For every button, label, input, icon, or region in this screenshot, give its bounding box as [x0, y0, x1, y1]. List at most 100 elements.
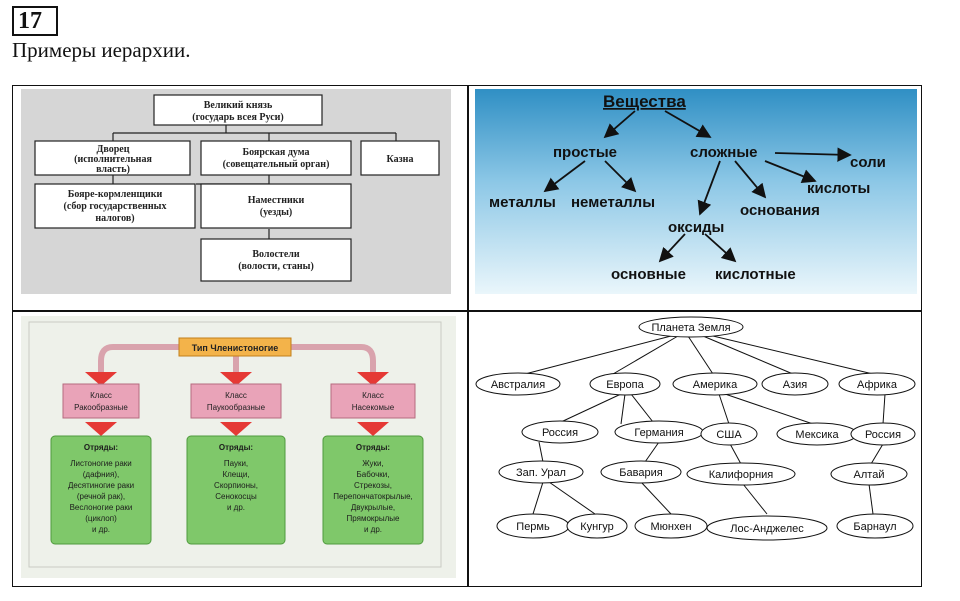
- box-treasury: [360, 140, 440, 176]
- node-planet: [638, 316, 744, 338]
- text-complex: сложные: [690, 144, 758, 161]
- node-bavaria: [600, 460, 682, 484]
- text-prince-2: (государь всея Руси): [192, 112, 283, 123]
- order-item: (циклоп): [85, 514, 117, 523]
- node-los-angeles: [706, 515, 828, 541]
- substances-diagram: Вещества простые сложные соли кислоты ме…: [475, 89, 917, 294]
- box-volost: [200, 238, 352, 282]
- class-3-label-2: Насекомые: [352, 403, 395, 412]
- class-1-label-1: Класс: [90, 391, 112, 400]
- label-mexico: Мексика: [795, 429, 839, 441]
- text-duma-1: Боярская дума: [242, 147, 309, 158]
- label-los-angeles: Лос-Анджелес: [730, 523, 804, 535]
- type-box: [178, 337, 292, 357]
- arthropods-diagram: Тип Членистоногие Класс Ракообразные Кла…: [21, 316, 456, 578]
- label-west-ural: Зап. Урал: [516, 467, 566, 479]
- label-perm: Пермь: [516, 521, 550, 533]
- node-africa: [838, 372, 916, 396]
- text-nonmetals: неметаллы: [571, 194, 655, 211]
- label-california: Калифорния: [709, 469, 774, 481]
- grid-divider-horizontal: [13, 310, 921, 312]
- order-item: Листоногие раки: [70, 459, 132, 468]
- grid-divider-vertical: [467, 86, 469, 586]
- class-box-3: [330, 383, 416, 419]
- node-australia: [475, 372, 561, 396]
- label-germany: Германия: [634, 427, 683, 439]
- task-number: 17: [12, 6, 58, 36]
- class-box-2: [190, 383, 282, 419]
- label-kungur: Кунгур: [580, 521, 614, 533]
- order-item: Пауки,: [224, 459, 248, 468]
- substances-svg: Вещества простые сложные соли кислоты ме…: [475, 89, 917, 294]
- substances-arrows: [543, 110, 852, 263]
- text-volost-2: (волости, станы): [238, 261, 314, 272]
- order-box-3: [322, 435, 424, 545]
- order-item: (речной рак),: [77, 492, 125, 501]
- text-governors-2: (уезды): [260, 207, 293, 218]
- earth-ellipses: [475, 316, 916, 541]
- text-prince-1: Великий князь: [204, 100, 273, 111]
- order-item: Стрекозы,: [354, 481, 392, 490]
- label-europe: Европа: [606, 379, 644, 391]
- order-item: Перепончатокрылые,: [333, 492, 413, 501]
- text-bases: основания: [740, 202, 820, 219]
- order-item: Клещи,: [222, 470, 249, 479]
- arthropods-svg: Тип Членистоногие Класс Ракообразные Кла…: [21, 316, 456, 578]
- order-box-1: [50, 435, 152, 545]
- order-title-1: Отряды:: [84, 443, 118, 452]
- text-treasury: Казна: [387, 154, 414, 165]
- page-caption: Примеры иерархии.: [12, 38, 191, 62]
- order-item: Жуки,: [362, 459, 384, 468]
- text-acidic: кислотные: [715, 266, 796, 283]
- box-feeders: [34, 183, 196, 229]
- arthropods-frame: [28, 321, 442, 568]
- text-volost-1: Волостели: [252, 249, 300, 260]
- text-palace-2: (исполнительная: [74, 154, 152, 165]
- text-feeders-2: (сбор государственных: [64, 201, 167, 212]
- order-title-2: Отряды:: [219, 443, 253, 452]
- box-palace: [34, 140, 191, 176]
- node-russia-1: [521, 420, 599, 444]
- class-1-label-2: Ракообразные: [74, 403, 128, 412]
- order-boxes: [50, 435, 424, 545]
- node-kungur: [566, 513, 628, 539]
- order-item: Двукрылые,: [351, 503, 395, 512]
- order-item: Десятиногие раки: [68, 481, 134, 490]
- text-simple: простые: [553, 144, 617, 161]
- node-europe: [589, 372, 661, 396]
- text-substances: Вещества: [603, 92, 686, 111]
- text-duma-2: (совещательный орган): [223, 159, 330, 170]
- label-planet: Планета Земля: [651, 322, 730, 334]
- label-bavaria: Бавария: [619, 467, 662, 479]
- class-box-1: [62, 383, 140, 419]
- box-governors: [200, 183, 352, 229]
- arthropods-arrows-top: [85, 372, 389, 436]
- label-america: Америка: [693, 379, 738, 391]
- node-california: [686, 462, 796, 486]
- order-item: и др.: [364, 525, 382, 534]
- node-asia: [761, 372, 829, 396]
- order-item: Бабочки,: [357, 470, 390, 479]
- rus-hierarchy-diagram: Великий князь (государь всея Руси) Дворе…: [21, 89, 451, 294]
- text-salts: соли: [850, 154, 886, 171]
- label-altai: Алтай: [854, 469, 885, 481]
- text-palace-1: Дворец: [97, 144, 130, 155]
- text-metals: металлы: [489, 194, 556, 211]
- node-russia-2: [850, 422, 916, 446]
- examples-grid: Великий князь (государь всея Руси) Дворе…: [12, 85, 922, 587]
- label-russia-2: Россия: [865, 429, 901, 441]
- class-2-label-1: Класс: [225, 391, 247, 400]
- label-barnaul: Барнаул: [853, 521, 896, 533]
- label-usa: США: [716, 429, 742, 441]
- label-australia: Австралия: [491, 379, 545, 391]
- earth-diagram: Планета Земля Австралия Европа Америка А…: [473, 314, 918, 582]
- class-boxes: [62, 383, 416, 419]
- text-basic: основные: [611, 266, 686, 283]
- order-item: Скорпионы,: [214, 481, 258, 490]
- label-africa: Африка: [857, 379, 898, 391]
- order-texts: Отряды:Листоногие раки(дафния),Десятиног…: [68, 443, 413, 534]
- rus-hierarchy-svg: Великий князь (государь всея Руси) Дворе…: [21, 89, 451, 294]
- arthropods-branches: [98, 344, 376, 372]
- node-barnaul: [836, 513, 914, 539]
- earth-svg: Планета Земля Австралия Европа Америка А…: [475, 316, 916, 541]
